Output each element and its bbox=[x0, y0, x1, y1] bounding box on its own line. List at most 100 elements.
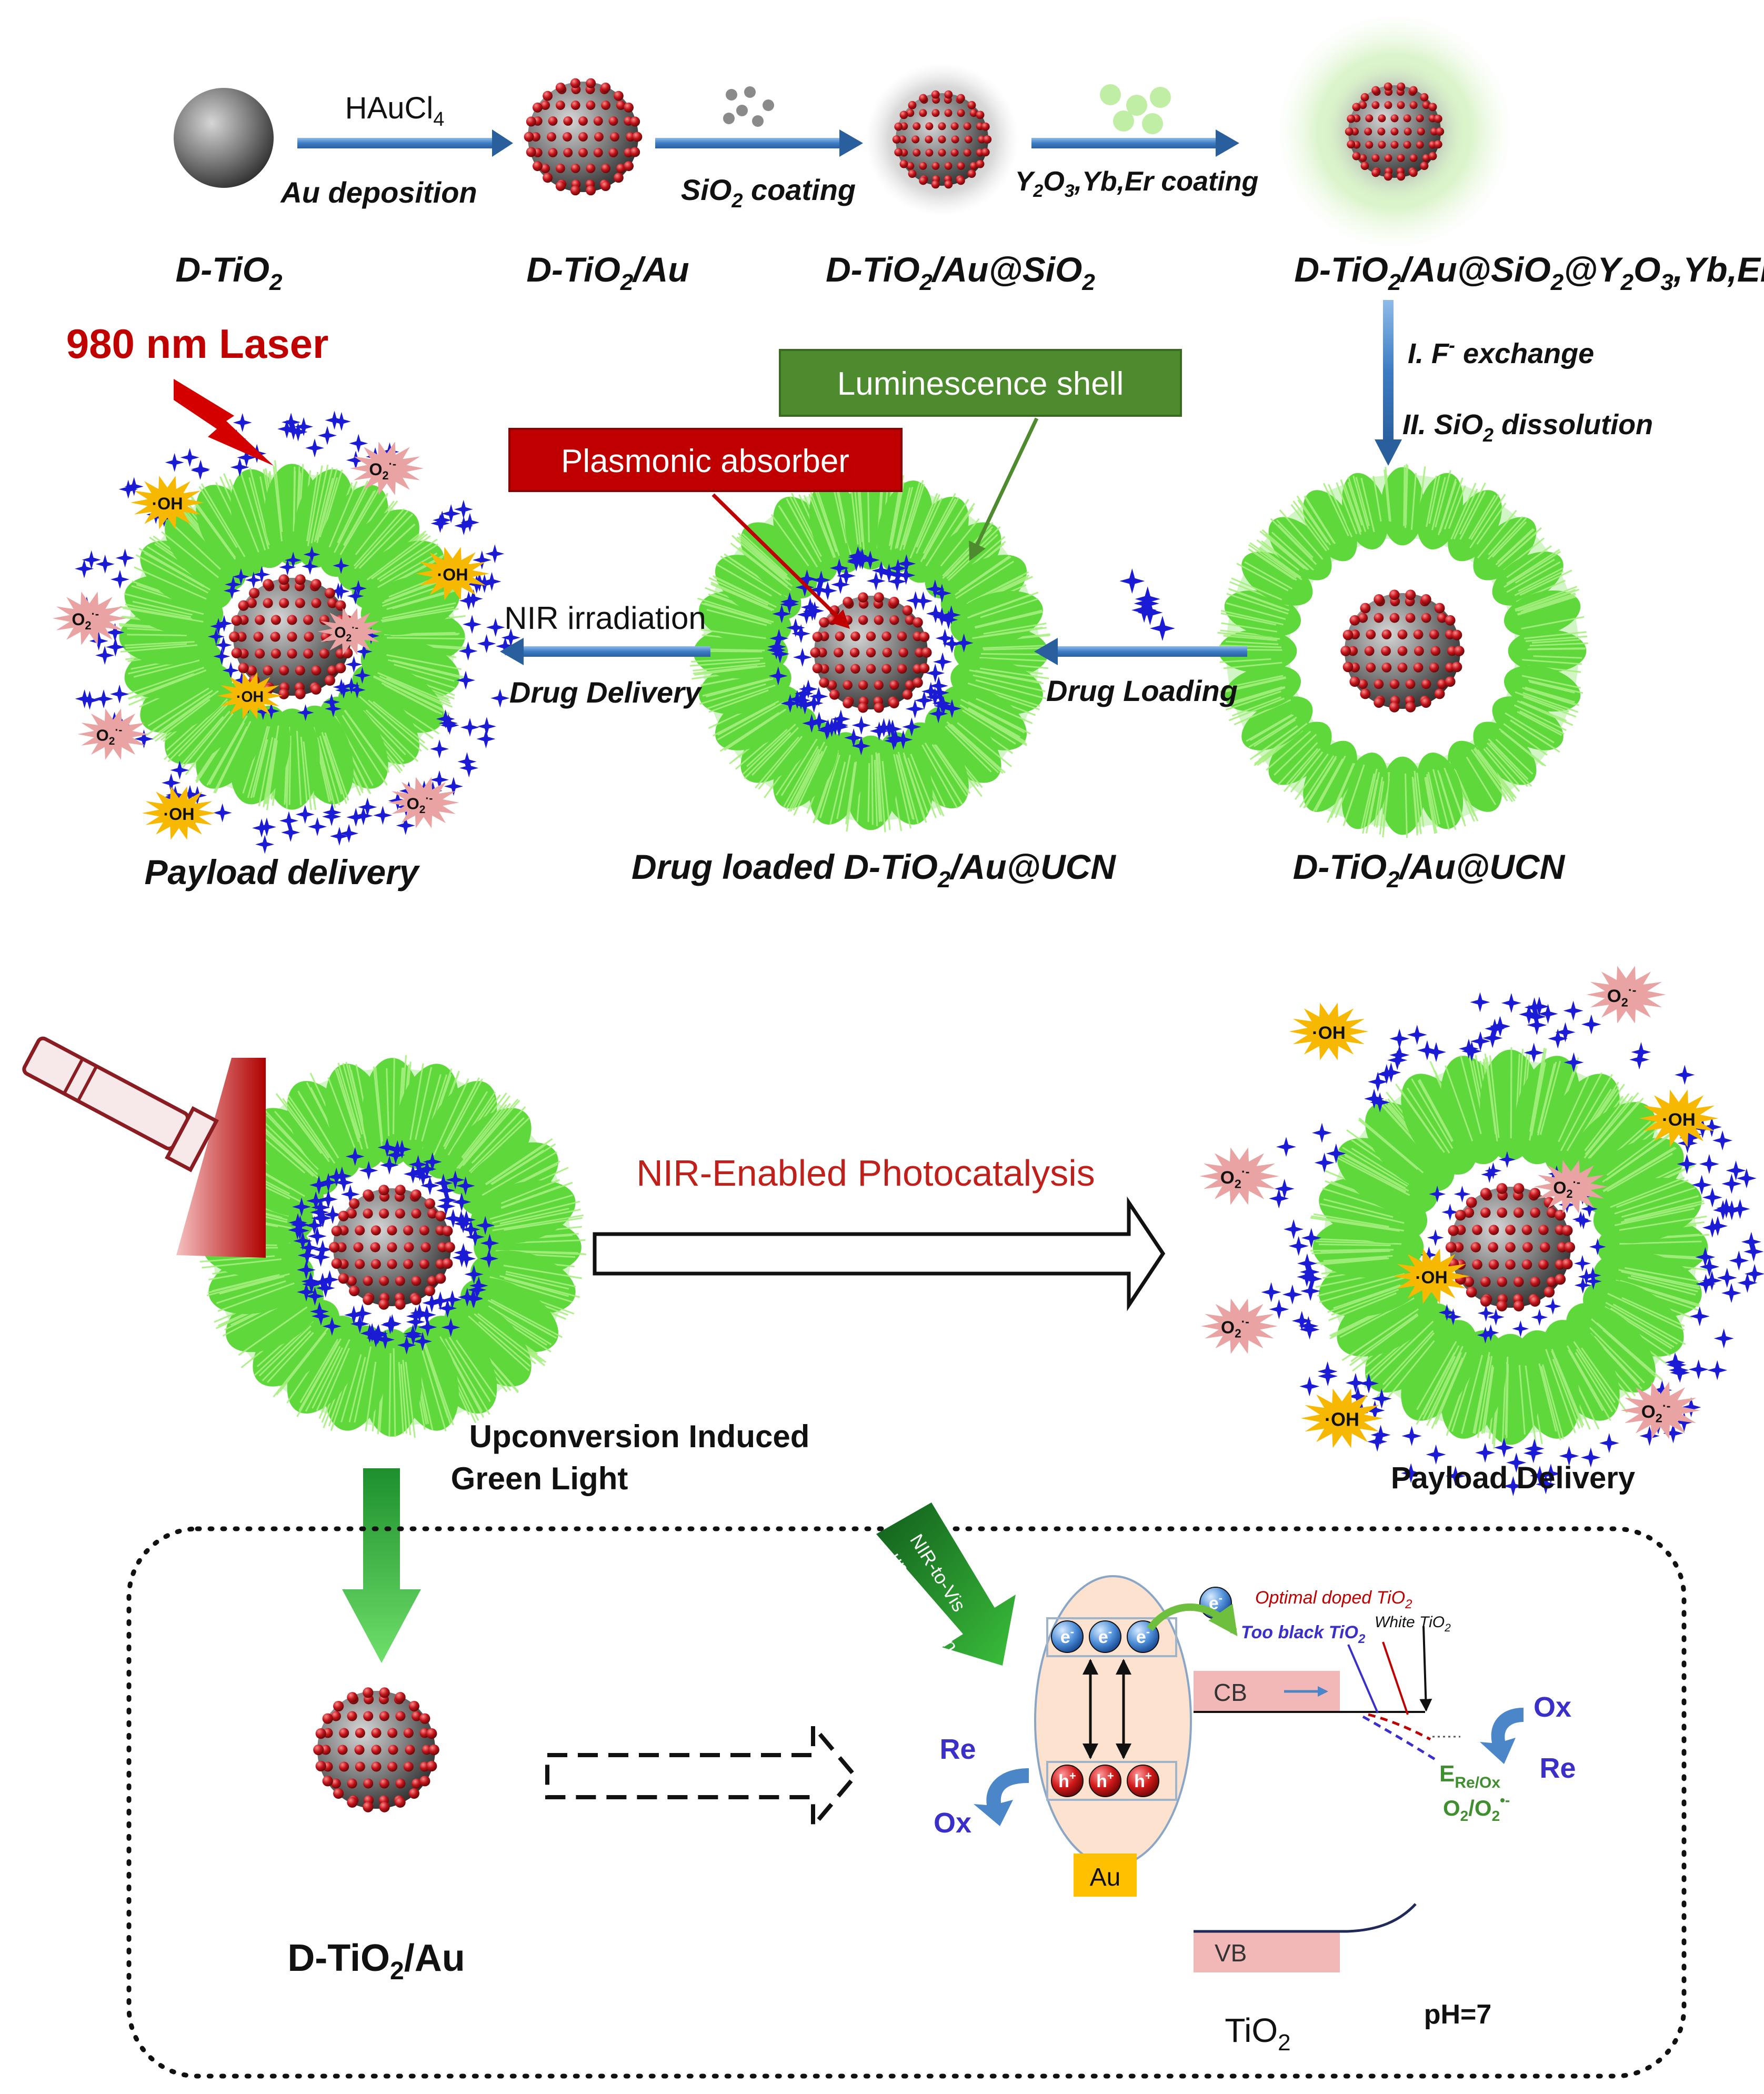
superoxide-burst bbox=[52, 592, 127, 645]
gold-nanoparticle bbox=[543, 173, 553, 183]
shell-spike bbox=[342, 715, 388, 786]
gold-nanoparticle bbox=[410, 1189, 422, 1200]
gold-nanoparticle bbox=[1403, 141, 1411, 149]
shell-spike bbox=[258, 737, 274, 807]
gold-nanoparticle bbox=[426, 1728, 437, 1739]
gold-nanoparticle bbox=[843, 680, 853, 690]
shell-spike bbox=[1226, 602, 1286, 620]
shell-spike bbox=[1453, 488, 1478, 539]
gold-nanoparticle bbox=[1378, 141, 1386, 149]
drug-molecule bbox=[313, 1240, 333, 1259]
gold-nanoparticle bbox=[547, 132, 556, 142]
shell-spike bbox=[968, 708, 1026, 743]
shell-spike bbox=[1360, 477, 1375, 533]
drug-molecule bbox=[871, 561, 891, 580]
drug-molecule bbox=[1574, 1277, 1591, 1294]
shell-spikes bbox=[1612, 1267, 1703, 1319]
drug-molecule bbox=[332, 412, 351, 431]
shell-spike bbox=[386, 677, 453, 708]
gold-nanoparticle bbox=[956, 94, 965, 103]
shell-spike bbox=[716, 564, 773, 597]
shell-spike bbox=[373, 1066, 383, 1146]
drug-molecule bbox=[1317, 1361, 1338, 1381]
shell-spike bbox=[1498, 728, 1547, 767]
shell-spike bbox=[708, 577, 768, 606]
shell-spike bbox=[299, 1339, 339, 1404]
shell-spike bbox=[238, 467, 266, 550]
drug-molecule bbox=[1477, 1326, 1494, 1344]
drug-molecule bbox=[334, 1173, 354, 1193]
gold-nanoparticle bbox=[902, 689, 913, 700]
gold-nanoparticle bbox=[858, 592, 868, 603]
shell-spike bbox=[1506, 549, 1560, 585]
gold-nanoparticle bbox=[548, 148, 558, 157]
gold-nanoparticle bbox=[624, 161, 634, 172]
gold-nanoparticle bbox=[435, 1273, 446, 1284]
drug-molecule bbox=[452, 1248, 472, 1267]
oh-radical-label: ·OH bbox=[1415, 1268, 1447, 1288]
shell-spike bbox=[1610, 1307, 1675, 1348]
shell-spikes bbox=[1310, 1238, 1402, 1266]
drug-molecule bbox=[939, 610, 958, 629]
gold-nanoparticle bbox=[1409, 86, 1418, 95]
gold-nanoparticle bbox=[403, 1728, 414, 1738]
shell-spike bbox=[340, 1354, 362, 1422]
gold-nanoparticle bbox=[976, 159, 985, 168]
drug-molecule bbox=[1519, 1004, 1539, 1025]
shell-spike bbox=[494, 1208, 581, 1228]
shell-bundle bbox=[444, 1108, 532, 1195]
drug-molecule bbox=[929, 676, 948, 696]
gold-nanoparticle bbox=[327, 598, 338, 608]
gold-nanoparticle bbox=[295, 598, 305, 608]
shell-spike bbox=[871, 755, 874, 825]
gold-nanoparticle bbox=[347, 1692, 358, 1703]
drug-cluster bbox=[1119, 568, 1175, 642]
shell-spike bbox=[1372, 476, 1382, 522]
drug-molecule bbox=[1563, 1000, 1583, 1021]
drug-molecule bbox=[1358, 1373, 1379, 1394]
step2-label: SiO2 coating bbox=[681, 173, 856, 212]
drug-molecule bbox=[787, 690, 807, 709]
au-ellipse bbox=[1034, 1575, 1192, 1867]
gold-nanoparticle bbox=[1434, 603, 1445, 614]
shell-spike bbox=[257, 1125, 314, 1177]
drug-molecule bbox=[233, 413, 252, 432]
drug-molecule bbox=[888, 558, 908, 578]
gold-nanoparticle bbox=[601, 101, 611, 110]
drug-molecule bbox=[396, 816, 415, 835]
gold-nanoparticle bbox=[1430, 127, 1438, 136]
drug-molecule bbox=[94, 689, 114, 708]
gold-nanoparticle bbox=[921, 647, 932, 658]
gold-nanoparticle bbox=[624, 102, 634, 113]
shell-spike bbox=[371, 535, 431, 580]
shell-spike bbox=[1518, 567, 1563, 592]
drug-molecule bbox=[1407, 1025, 1427, 1045]
shell-spike bbox=[1431, 1357, 1464, 1429]
drug-molecule bbox=[459, 591, 478, 610]
gold-nanoparticle bbox=[919, 94, 928, 103]
gold-nanoparticle bbox=[593, 148, 603, 157]
shell-spike bbox=[1459, 482, 1486, 535]
drug-molecule bbox=[851, 736, 871, 756]
gold-nanoparticle bbox=[874, 615, 884, 625]
gold-nanoparticle bbox=[335, 663, 346, 674]
gold-nanoparticle bbox=[1397, 101, 1405, 109]
gold-nanoparticle bbox=[1488, 1242, 1498, 1253]
drug-molecule bbox=[1555, 1022, 1576, 1043]
gold-nanoparticle bbox=[843, 698, 853, 708]
shell-spike bbox=[1414, 777, 1421, 833]
gold-nanoparticle bbox=[931, 90, 940, 99]
gold-nanoparticle bbox=[355, 1728, 365, 1738]
shell-spike bbox=[717, 703, 776, 736]
drug-molecule bbox=[1454, 1186, 1471, 1203]
drug-molecule bbox=[476, 729, 496, 749]
drug-molecule bbox=[433, 510, 452, 530]
e-re-ox-label: ERe/Ox bbox=[1439, 1761, 1500, 1791]
drug-molecule bbox=[921, 682, 940, 701]
shell-spike bbox=[1376, 781, 1385, 828]
shell-spike bbox=[1312, 758, 1344, 812]
shell-spike bbox=[1350, 1313, 1418, 1362]
shell-spike bbox=[845, 762, 856, 825]
shell-spike bbox=[345, 1061, 369, 1149]
shell-bundle bbox=[1381, 467, 1424, 546]
